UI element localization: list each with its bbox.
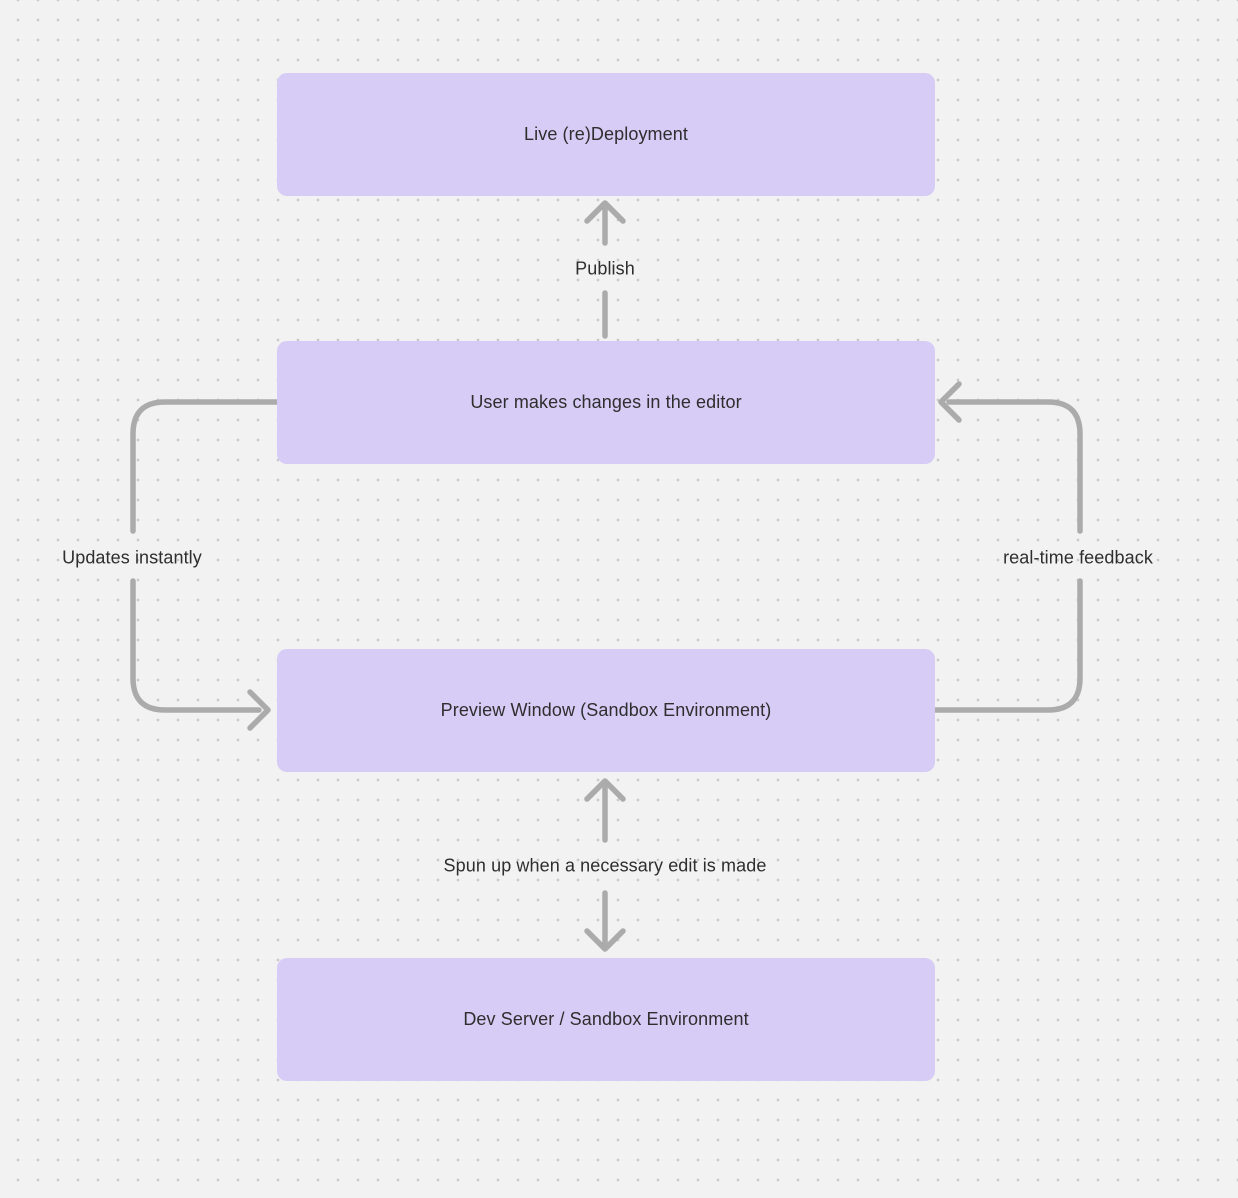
edge-label-realtime-feedback: real-time feedback xyxy=(1003,547,1153,568)
edge-updates-segment-bottom xyxy=(130,578,262,713)
edge-updates-segment-top xyxy=(130,399,280,534)
node-preview-window[interactable]: Preview Window (Sandbox Environment) xyxy=(277,649,935,772)
edge-label-updates-instantly: Updates instantly xyxy=(62,547,202,568)
edge-realtime-segment-top xyxy=(946,399,1083,534)
edge-realtime-segment-bottom xyxy=(932,578,1083,713)
edge-spunup-arrowhead-down xyxy=(584,928,626,952)
edge-label-spun-up: Spun up when a necessary edit is made xyxy=(443,855,767,876)
node-user-changes[interactable]: User makes changes in the editor xyxy=(277,341,935,464)
node-live-redeployment[interactable]: Live (re)Deployment xyxy=(277,73,935,196)
node-user-changes-label: User makes changes in the editor xyxy=(470,392,742,412)
edge-spunup-arrowhead-up xyxy=(584,778,626,802)
edge-updates-arrowhead-right xyxy=(247,689,271,731)
node-dev-server-label: Dev Server / Sandbox Environment xyxy=(463,1009,749,1029)
node-preview-window-label: Preview Window (Sandbox Environment) xyxy=(440,700,772,720)
node-dev-server[interactable]: Dev Server / Sandbox Environment xyxy=(277,958,935,1081)
node-live-redeployment-label: Live (re)Deployment xyxy=(524,124,688,144)
edge-label-publish: Publish xyxy=(575,258,635,279)
edge-publish-arrowhead-up xyxy=(584,200,626,224)
edge-realtime-arrowhead-left xyxy=(938,381,962,423)
